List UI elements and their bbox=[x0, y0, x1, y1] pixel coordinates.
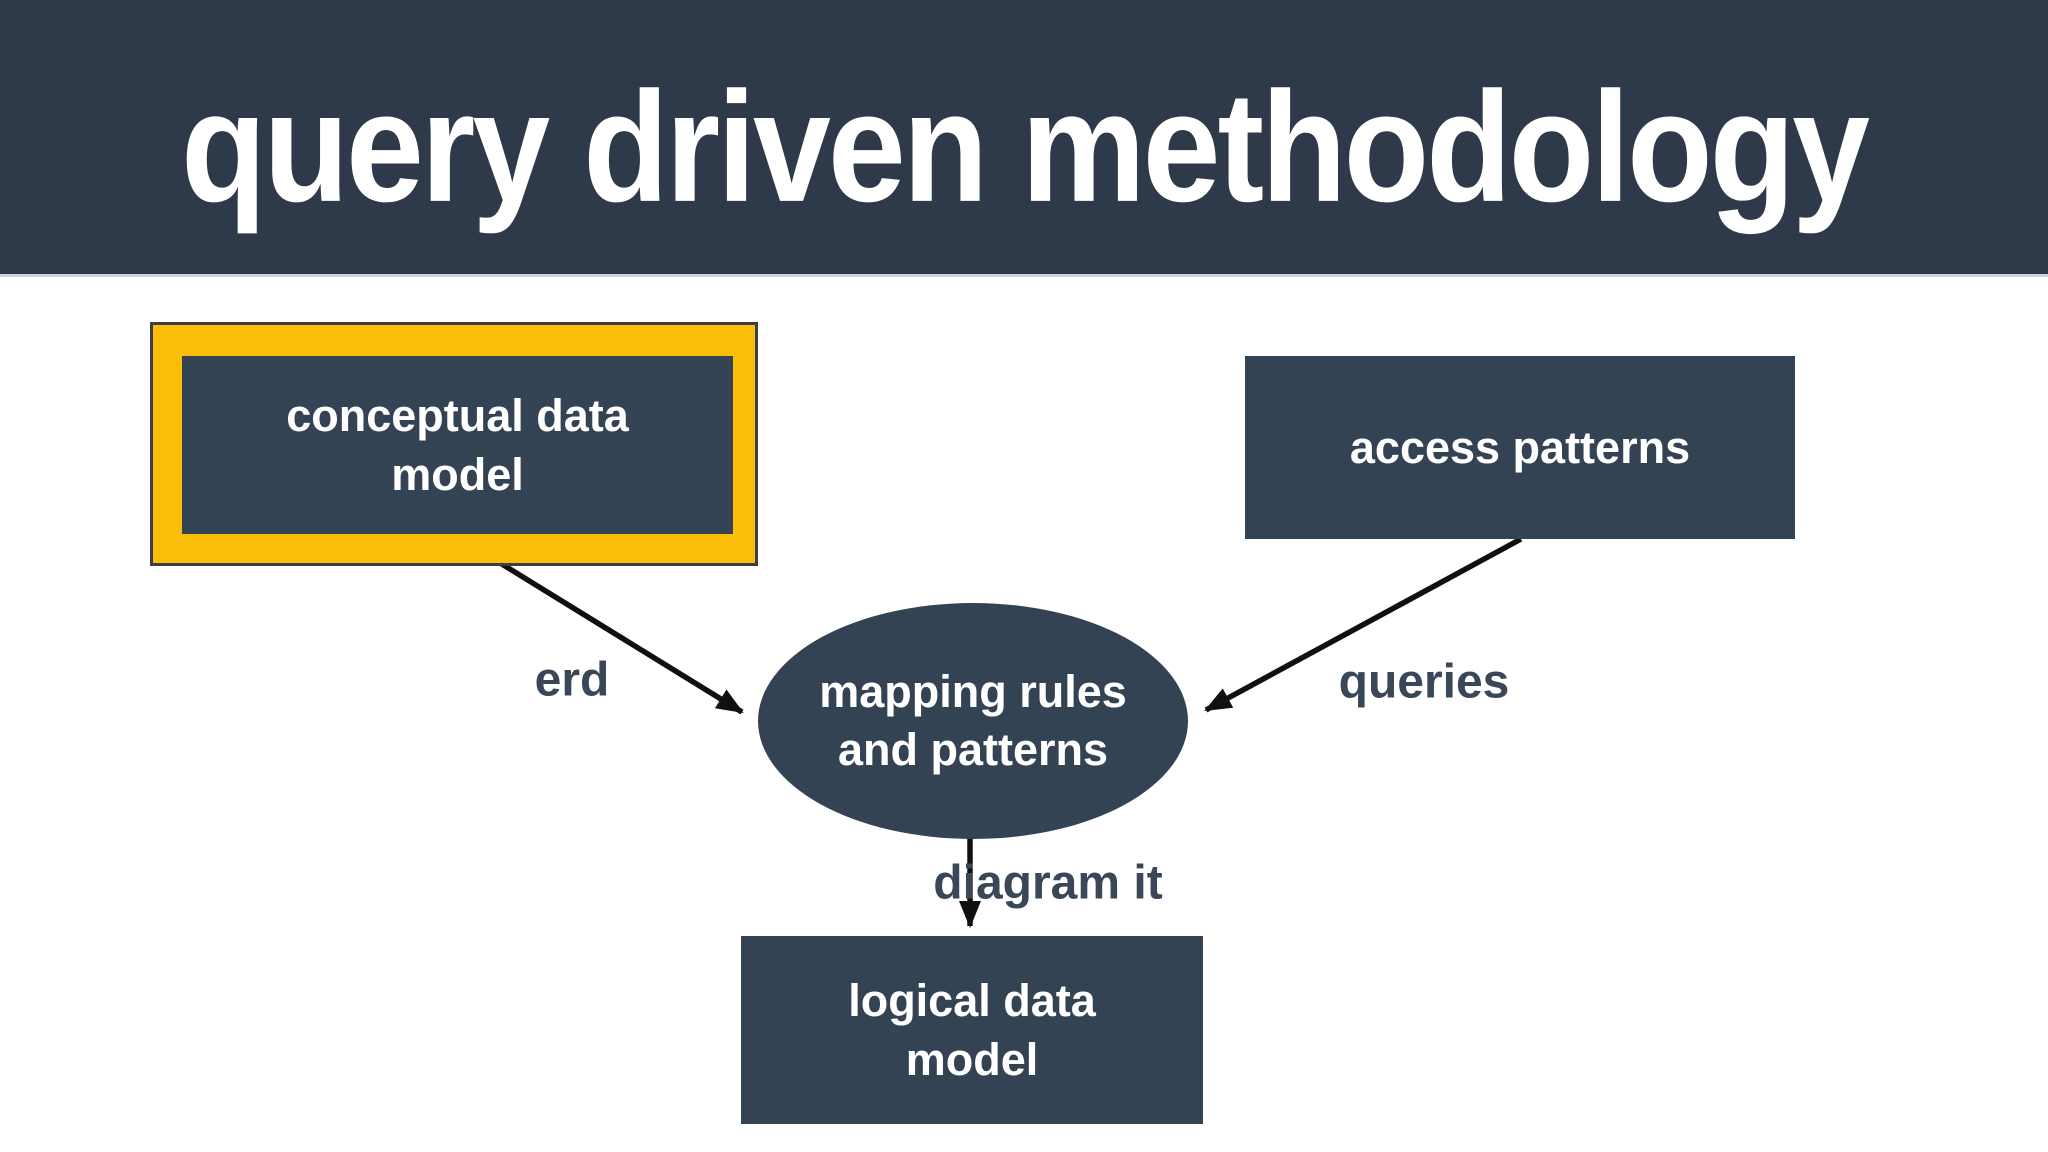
edge-label-queries: queries bbox=[1338, 655, 1510, 709]
node-mapping-rules-ellipse: mapping rules and patterns bbox=[758, 603, 1188, 839]
node-logical-data-model: logical data model bbox=[741, 936, 1203, 1124]
title-bar: query driven methodology bbox=[0, 0, 2048, 277]
page-title: query driven methodology bbox=[181, 58, 1870, 235]
node-logical-label: logical data model bbox=[848, 974, 1096, 1085]
edge-label-erd: erd bbox=[534, 653, 610, 707]
node-conceptual-label: conceptual data model bbox=[286, 389, 629, 500]
node-access-label: access patterns bbox=[1349, 421, 1691, 473]
node-conceptual-data-model: conceptual data model bbox=[182, 356, 733, 534]
edge-label-diagram-it: diagram it bbox=[933, 856, 1163, 910]
node-mapping-label: mapping rules and patterns bbox=[819, 666, 1127, 775]
node-conceptual-highlight-frame: conceptual data model bbox=[150, 322, 758, 566]
node-access-patterns: access patterns bbox=[1245, 356, 1795, 539]
